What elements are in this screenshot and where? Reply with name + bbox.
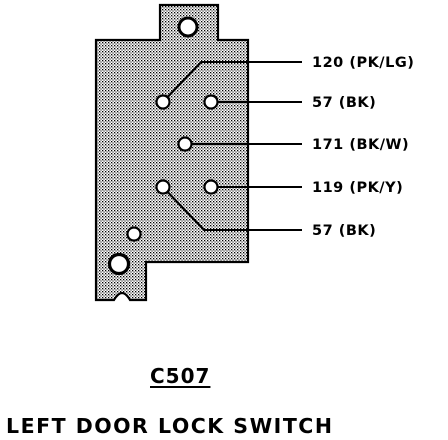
terminal-pin-4 [155, 179, 171, 195]
terminal-pin-1 [155, 94, 171, 110]
wire-label: 120 (PK/LG) [312, 55, 414, 71]
connector-id: C507 [150, 364, 211, 388]
component-title: LEFT DOOR LOCK SWITCH [6, 414, 334, 438]
mounting-hole-top [177, 16, 199, 38]
wire-label: 171 (BK/W) [312, 137, 409, 153]
wire-label: 57 (BK) [312, 95, 376, 111]
mounting-hole-bottom [107, 252, 131, 276]
connector-housing [94, 3, 250, 302]
terminal-pin-6 [126, 226, 142, 242]
terminal-pin-2 [203, 94, 219, 110]
terminal-pin-5 [203, 179, 219, 195]
wire-labels: 120 (PK/LG) 57 (BK) 171 (BK/W) 119 (PK/Y… [312, 55, 414, 239]
wire-label: 119 (PK/Y) [312, 180, 403, 196]
wire-label: 57 (BK) [312, 223, 376, 239]
terminal-pin-3 [177, 136, 193, 152]
terminal-pins [126, 94, 219, 242]
internal-switch-links [162, 61, 302, 231]
